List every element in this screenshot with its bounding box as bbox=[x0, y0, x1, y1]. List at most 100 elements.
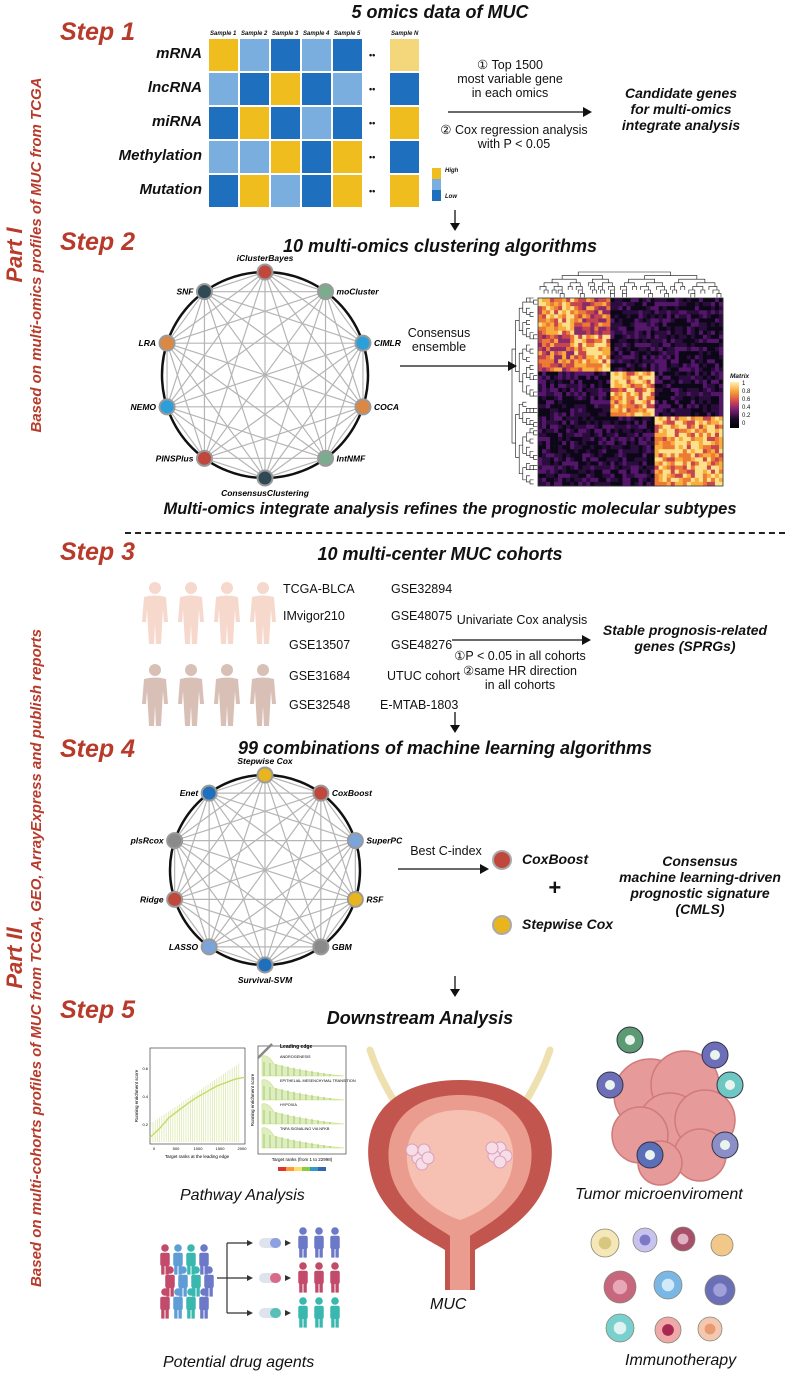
matrix-cell bbox=[538, 318, 543, 323]
matrix-cell bbox=[714, 416, 720, 421]
matrix-cell bbox=[618, 326, 623, 331]
matrix-cell bbox=[718, 424, 724, 430]
enrichment-curve bbox=[149, 1076, 246, 1139]
matrix-cell bbox=[554, 363, 559, 368]
matrix-cell bbox=[678, 322, 684, 327]
matrix-cell bbox=[706, 424, 712, 430]
matrix-cell bbox=[710, 355, 716, 360]
matrix-cell bbox=[694, 441, 700, 446]
matrix-cell bbox=[654, 306, 659, 311]
person-head bbox=[161, 1244, 169, 1252]
matrix-cell bbox=[682, 469, 688, 475]
matrix-cell bbox=[542, 338, 547, 344]
divider-caption: Multi-omics integrate analysis refines t… bbox=[163, 500, 737, 518]
matrix-cell bbox=[618, 416, 623, 421]
matrix-cell bbox=[574, 314, 579, 319]
matrix-cell bbox=[650, 453, 655, 458]
matrix-cell bbox=[630, 481, 635, 487]
matrix-cell bbox=[718, 383, 724, 389]
matrix-cell bbox=[690, 404, 696, 409]
matrix-cell bbox=[594, 330, 599, 336]
matrix-cell bbox=[674, 326, 680, 331]
matrix-cell bbox=[554, 342, 559, 348]
matrix-cell bbox=[602, 469, 607, 475]
matrix-cell bbox=[662, 351, 667, 356]
matrix-cell bbox=[566, 461, 571, 466]
matrix-cell bbox=[602, 326, 607, 331]
matrix-cell bbox=[610, 306, 615, 311]
matrix-cell bbox=[686, 371, 692, 376]
matrix-cell bbox=[630, 441, 635, 446]
matrix-cell bbox=[618, 473, 623, 479]
matrix-cell bbox=[650, 457, 655, 462]
matrix-cell bbox=[690, 441, 696, 446]
matrix-cell bbox=[642, 400, 647, 405]
matrix-cell bbox=[554, 396, 559, 401]
result-line: Candidate genes bbox=[624, 85, 738, 101]
matrix-cell bbox=[566, 334, 571, 340]
network-edge bbox=[166, 291, 205, 344]
matrix-cell bbox=[538, 371, 543, 376]
matrix-cell bbox=[670, 416, 676, 421]
matrix-cell bbox=[582, 326, 587, 331]
matrix-cell bbox=[670, 436, 676, 442]
matrix-cell bbox=[674, 306, 680, 311]
matrix-cell bbox=[566, 379, 571, 385]
matrix-cell bbox=[598, 408, 603, 413]
matrix-cell bbox=[598, 469, 603, 475]
matrix-cell bbox=[622, 359, 627, 364]
matrix-cell bbox=[622, 465, 627, 470]
dendrogram-branch bbox=[644, 289, 651, 294]
matrix-cell bbox=[694, 375, 700, 381]
ridge-density bbox=[261, 1079, 345, 1101]
dendrogram-branch bbox=[557, 289, 563, 294]
matrix-cell bbox=[650, 314, 655, 319]
matrix-cell bbox=[714, 322, 720, 327]
dendrogram-branch bbox=[708, 286, 718, 290]
matrix-cell bbox=[690, 473, 696, 479]
dendrogram-branch bbox=[529, 332, 534, 340]
matrix-cell bbox=[622, 347, 627, 352]
network-edge bbox=[174, 898, 266, 966]
immune-cells-illustration bbox=[590, 1226, 736, 1344]
matrix-cell bbox=[610, 314, 615, 319]
matrix-cell bbox=[594, 404, 599, 409]
pill-capsule-half bbox=[270, 1308, 281, 1318]
dendrogram-branch bbox=[690, 293, 696, 298]
matrix-cell bbox=[574, 392, 579, 397]
matrix-cell bbox=[538, 441, 543, 446]
matrix-cell bbox=[658, 387, 663, 393]
matrix-cell bbox=[606, 465, 611, 470]
matrix-cell bbox=[570, 396, 575, 401]
matrix-cell bbox=[678, 298, 684, 303]
matrix-cell bbox=[614, 481, 619, 487]
matrix-cell bbox=[718, 318, 724, 323]
matrix-cell bbox=[654, 473, 659, 479]
matrix-cell bbox=[706, 465, 712, 470]
matrix-cell bbox=[578, 481, 583, 487]
matrix-cell bbox=[594, 318, 599, 323]
matrix-cell bbox=[554, 420, 559, 425]
result-line: for multi-omics bbox=[630, 101, 732, 117]
matrix-cell bbox=[642, 392, 647, 397]
person-icon bbox=[330, 1297, 340, 1328]
matrix-cell bbox=[618, 355, 623, 360]
matrix-cell bbox=[582, 432, 587, 438]
matrix-cell bbox=[650, 477, 655, 483]
dendrogram-branch bbox=[696, 282, 716, 287]
criteria-line: ①P < 0.05 in all cohorts bbox=[454, 649, 586, 663]
person-body bbox=[142, 677, 168, 726]
matrix-cell bbox=[638, 408, 643, 413]
dendrogram-branch bbox=[529, 365, 534, 370]
matrix-cell bbox=[618, 461, 623, 466]
immune-cell-nucleus bbox=[704, 1323, 716, 1335]
matrix-cell bbox=[718, 408, 724, 413]
matrix-cell bbox=[554, 330, 559, 336]
matrix-cell bbox=[558, 400, 563, 405]
matrix-cell bbox=[622, 436, 627, 442]
matrix-cell bbox=[550, 412, 555, 417]
matrix-cell bbox=[594, 326, 599, 331]
part2-label: Part II Based on multi-cohorts profiles … bbox=[2, 538, 45, 1378]
matrix-cell bbox=[718, 420, 724, 425]
matrix-cell bbox=[670, 310, 676, 315]
